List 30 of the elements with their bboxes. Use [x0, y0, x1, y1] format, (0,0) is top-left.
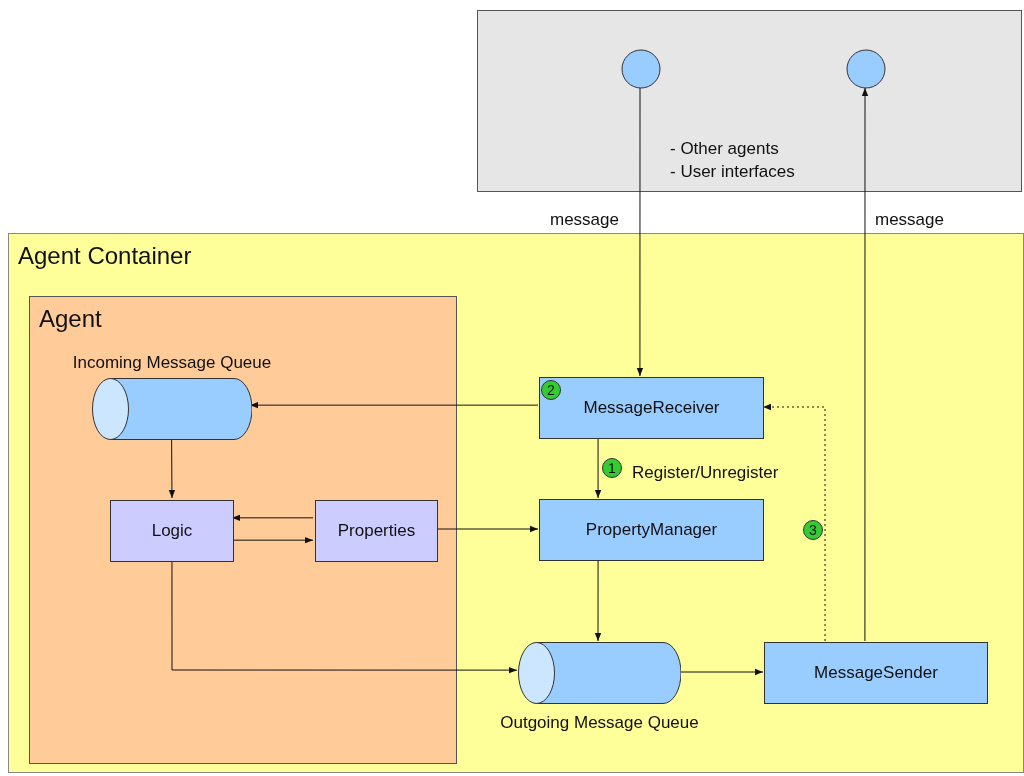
arrow: [249, 401, 539, 409]
arrow: [636, 87, 644, 377]
arrow: [594, 559, 602, 642]
queue-label: Outgoing Message Queue: [499, 712, 700, 734]
edge-label: Register/Unregister: [631, 462, 780, 484]
note-text: - User interfaces: [670, 161, 795, 183]
container-title: Agent: [39, 304, 102, 334]
process-box: MessageSender: [764, 642, 988, 704]
process-box: Properties: [315, 500, 438, 562]
endpoint-circle: [621, 49, 661, 89]
arrow: [861, 87, 869, 642]
edge-label: message: [874, 209, 945, 231]
arrow: [231, 536, 314, 544]
container-title: Agent Container: [18, 241, 192, 271]
edge-label: message: [549, 209, 620, 231]
arrow: [435, 525, 539, 533]
process-box: Logic: [110, 500, 234, 562]
container-panel: [29, 296, 457, 764]
queue-label: Incoming Message Queue: [71, 352, 273, 374]
container-panel: [8, 233, 1024, 773]
external-panel: [477, 10, 1022, 192]
arrow: [171, 559, 518, 674]
endpoint-circle: [846, 49, 886, 89]
process-box: PropertyManager: [539, 499, 764, 561]
arrow: [594, 437, 602, 499]
arrow: [231, 514, 314, 522]
arrow: [762, 403, 826, 642]
note-text: - Other agents: [670, 138, 780, 160]
arrow: [168, 437, 176, 499]
arrow: [679, 668, 764, 676]
